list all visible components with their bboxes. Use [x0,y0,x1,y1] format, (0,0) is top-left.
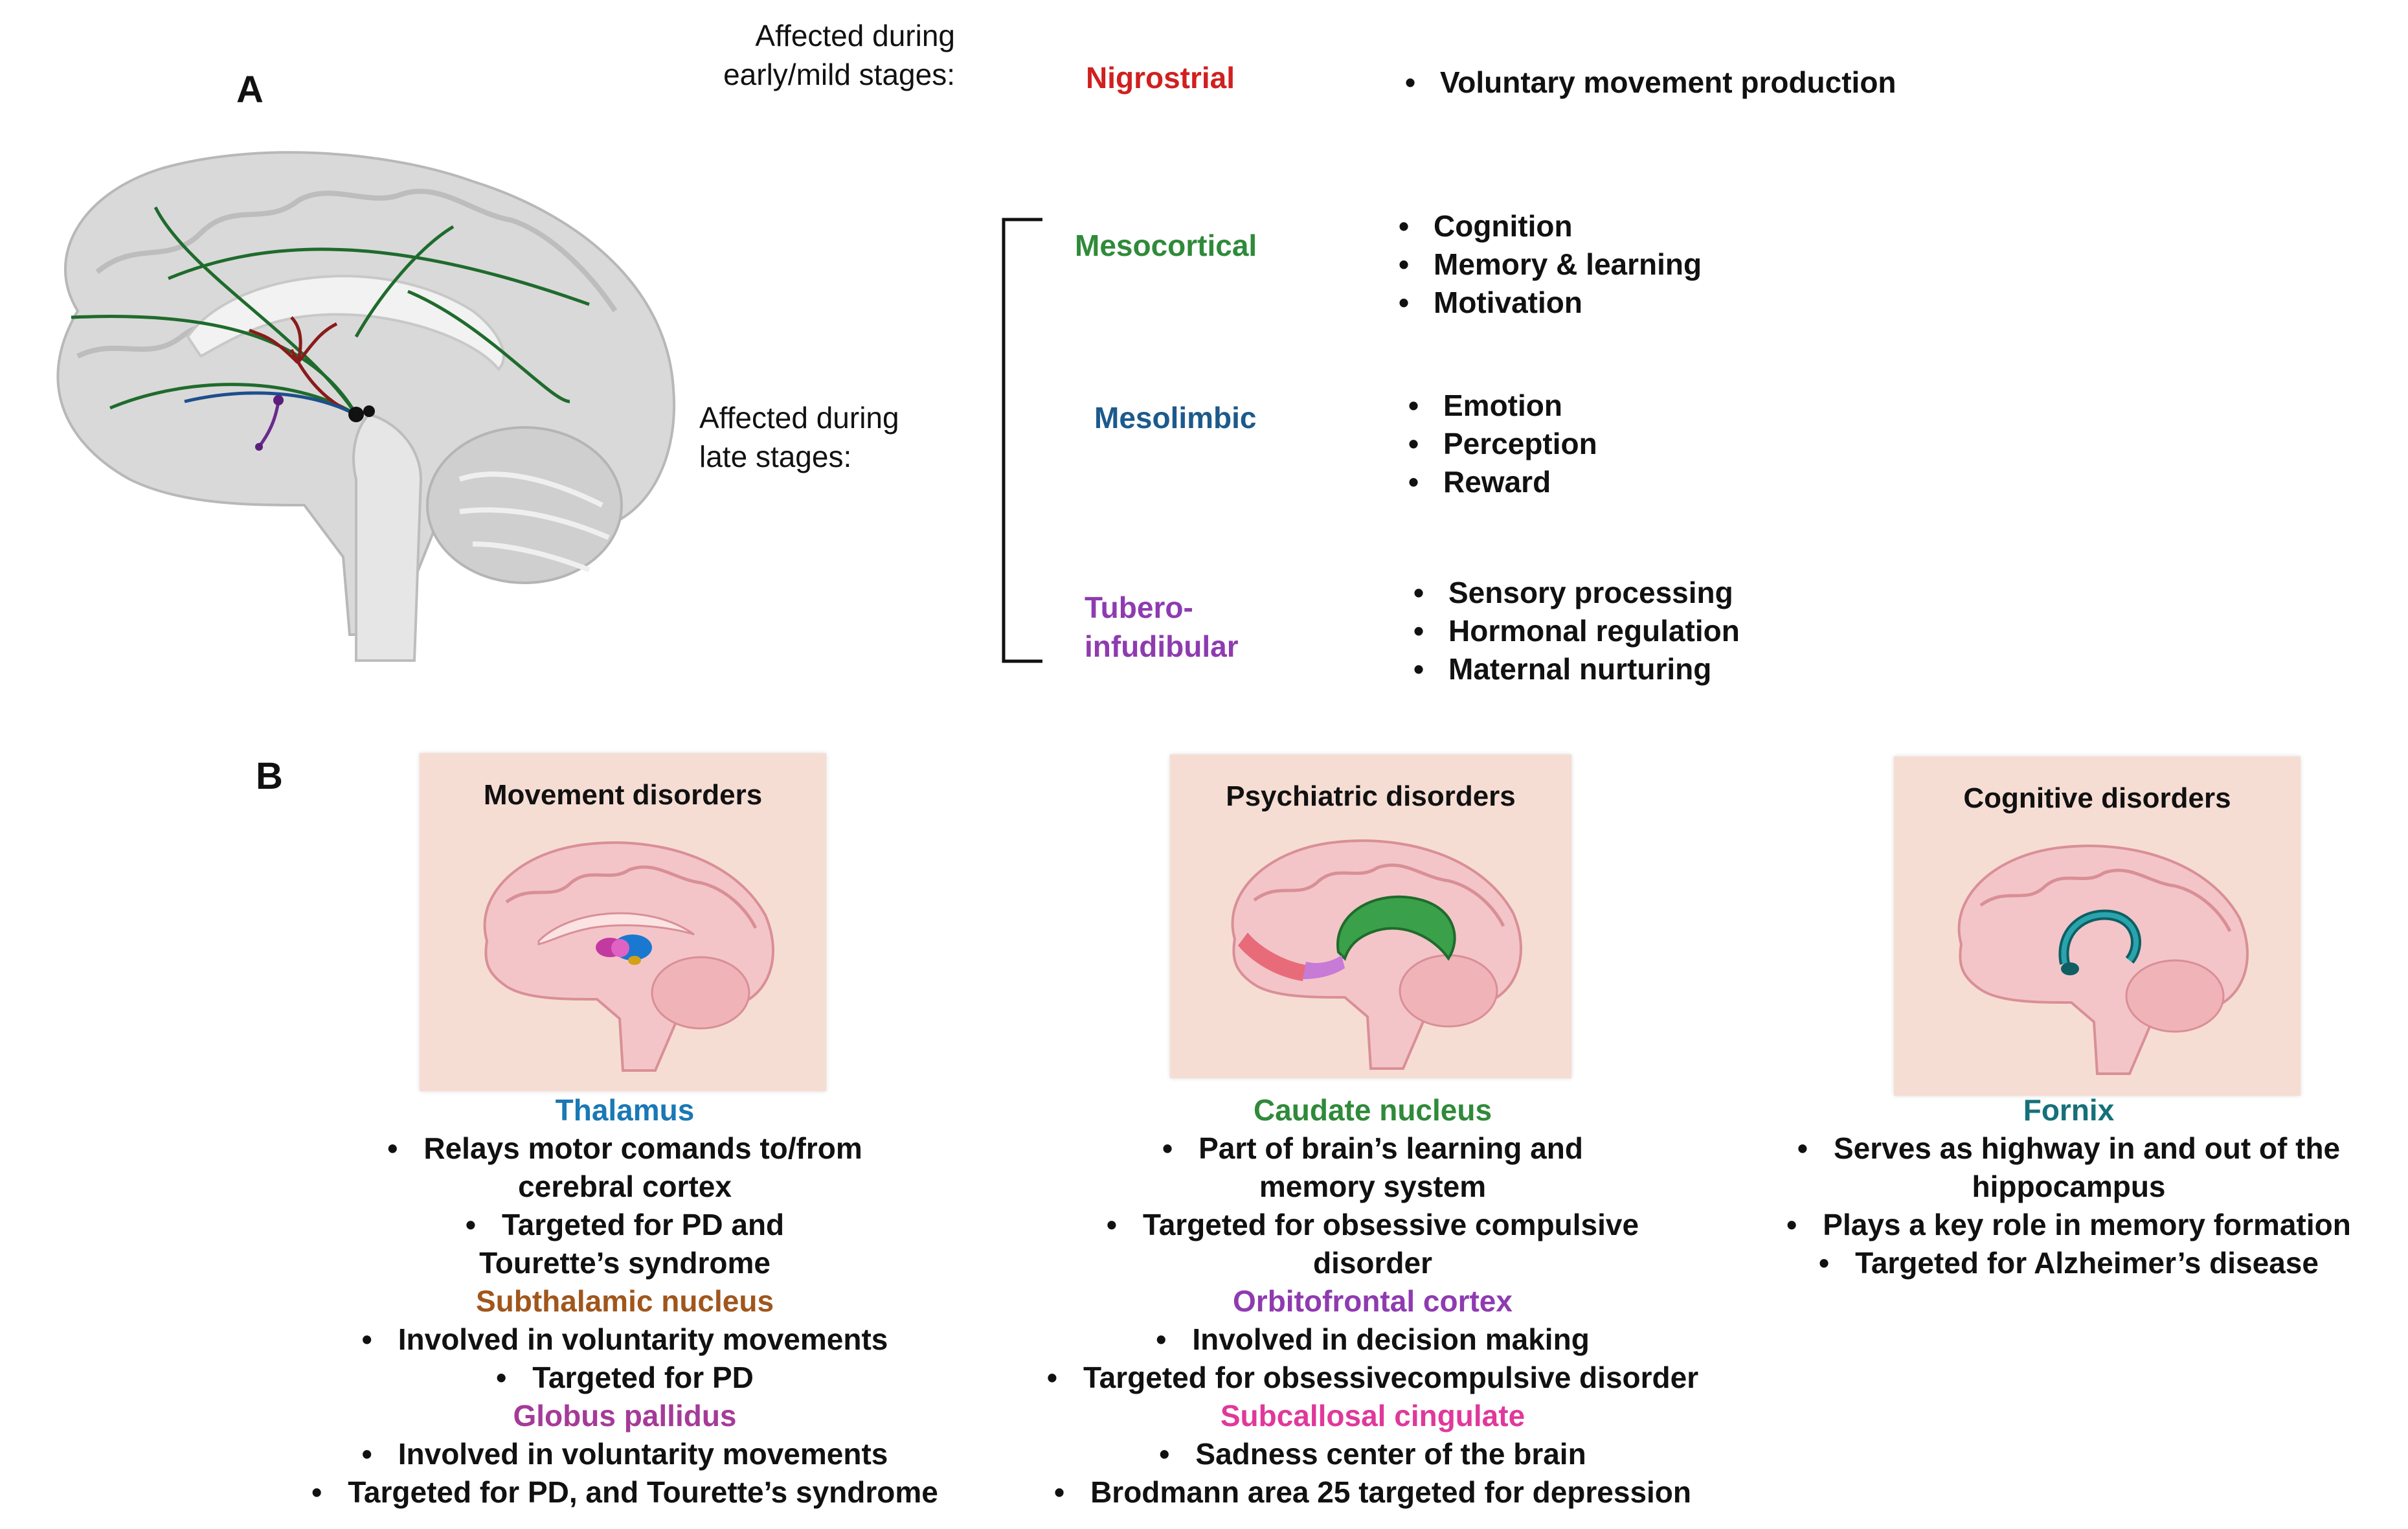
list-item: Memory & learning [1393,245,1702,284]
nigrostriatal-pathway [249,316,357,416]
region-fornix: Fornix [2023,1093,2115,1127]
cognitive-disorders-card: Cognitive disorders [1894,756,2301,1096]
late-stage-bracket [1002,218,1042,663]
list-item-continuation: disorder [1312,1246,1433,1280]
mesocortical-pathway [109,383,357,416]
region-caudate-nucleus: Caudate nucleus [1253,1093,1492,1127]
psychiatric-regions-text: Caudate nucleus •Part of brain’s learnin… [1000,1091,1745,1512]
mesolimbic-functions: Emotion Perception Reward [1403,387,1597,501]
psychiatric-disorders-card: Psychiatric disorders [1170,754,1571,1078]
brain-icon [483,841,774,1072]
list-item-continuation: hippocampus [1972,1170,2166,1203]
mesolimbic-pathway [184,391,357,416]
nigrostriatal-functions: Voluntary movement production [1400,63,1896,102]
panel-b-letter: B [256,755,283,797]
card-title: Movement disorders [483,779,763,811]
region-subcallosal-cingulate: Subcallosal cingulate [1220,1399,1525,1433]
list-item-continuation: memory system [1259,1170,1487,1203]
brain-icon [1231,839,1522,1070]
list-item: Perception [1403,425,1597,463]
card-title: Psychiatric disorders [1226,780,1516,812]
list-item: •Involved in voluntarity movements [361,1437,888,1471]
brain-sagittal-illustration [56,151,676,662]
list-item: •Targeted for PD [496,1361,754,1394]
list-item: Voluntary movement production [1400,63,1896,102]
late-stage-label: Affected during late stages: [699,401,899,473]
list-item: •Relays motor comands to/from [387,1131,862,1165]
mesocortical-functions: Cognition Memory & learning Motivation [1393,207,1702,322]
pathway-mesocortical: Mesocortical [1075,229,1257,262]
region-orbitofrontal-cortex: Orbitofrontal cortex [1233,1284,1513,1318]
pathway-tuberoinfundibular: Tubero- infudibular [1085,591,1239,663]
list-item-continuation: Tourette’s syndrome [479,1246,771,1280]
list-item: Motivation [1393,284,1702,322]
early-stage-label: Affected during early/mild stages: [723,19,955,91]
list-item-continuation: cerebral cortex [518,1170,732,1203]
pathway-nigrostriatal: Nigrostrial [1086,61,1235,95]
list-item: •Targeted for PD, and Tourette’s syndrom… [311,1475,938,1509]
tuberoinfundibular-functions: Sensory processing Hormonal regulation M… [1408,574,1740,688]
list-item: •Involved in decision making [1156,1322,1590,1356]
list-item: Emotion [1403,387,1597,425]
list-item: •Targeted for obsessive compulsive [1106,1208,1639,1241]
region-subthalamic-nucleus: Subthalamic nucleus [475,1284,774,1318]
list-item: •Targeted for obsessivecompulsive disord… [1046,1361,1699,1394]
movement-disorders-card: Movement disorders [420,753,826,1091]
list-item: •Sadness center of the brain [1159,1437,1586,1471]
list-item: •Involved in voluntarity movements [361,1322,888,1356]
list-item: Cognition [1393,207,1702,245]
list-item: •Targeted for PD and [465,1208,785,1241]
pathway-mesolimbic: Mesolimbic [1094,401,1257,435]
tuberoinfundibular-pathway [257,401,280,448]
list-item: •Plays a key role in memory formation [1786,1208,2351,1241]
list-item: •Targeted for Alzheimer’s disease [1819,1246,2319,1280]
list-item: •Serves as highway in and out of the [1797,1131,2341,1165]
movement-regions-text: Thalamus •Relays motor comands to/from c… [253,1091,997,1512]
region-thalamus: Thalamus [555,1093,695,1127]
list-item: Reward [1403,463,1597,501]
list-item: Sensory processing [1408,574,1740,612]
card-title: Cognitive disorders [1963,782,2231,814]
cognitive-regions-text: Fornix •Serves as highway in and out of … [1742,1091,2396,1282]
brain-icon [1957,844,2249,1075]
list-item: •Part of brain’s learning and [1162,1131,1583,1165]
region-globus-pallidus: Globus pallidus [513,1399,737,1433]
list-item: Hormonal regulation [1408,612,1740,650]
list-item: Maternal nurturing [1408,650,1740,688]
list-item: •Brodmann area 25 targeted for depressio… [1053,1475,1692,1509]
panel-a-letter: A [236,69,264,111]
